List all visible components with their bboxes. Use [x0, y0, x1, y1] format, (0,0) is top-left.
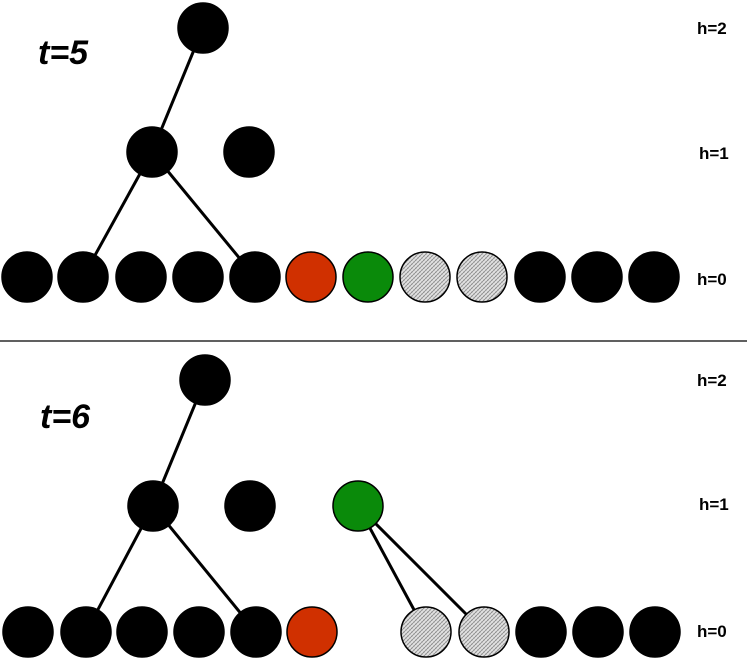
edge: [150, 151, 257, 278]
leaf-node-green: [342, 251, 394, 303]
panel-t6: t=6 h=2 h=1 h=0: [2, 354, 729, 658]
leaf-node: [628, 251, 680, 303]
tree-node-h1: [126, 126, 178, 178]
leaf-node-hatched: [458, 606, 510, 658]
leaf-node: [57, 251, 109, 303]
leaf-node: [230, 606, 282, 658]
leaf-node-red: [285, 251, 337, 303]
edge: [151, 505, 258, 633]
tree-node-h2: [177, 2, 229, 54]
leaf-node: [229, 251, 281, 303]
leaf-node: [1, 251, 53, 303]
tree-node-h1: [224, 480, 276, 532]
leaf-node-hatched: [456, 251, 508, 303]
leaf-node: [515, 606, 567, 658]
level-label-h0: h=0: [697, 622, 727, 641]
panel-t5: t=5 h=2 h=1 h=0: [1, 2, 729, 303]
panel-title: t=6: [40, 398, 91, 436]
level-label-h2: h=2: [697, 19, 727, 38]
leaf-node: [172, 251, 224, 303]
leaf-node: [115, 251, 167, 303]
tree-node-h1: [223, 126, 275, 178]
level-label-h1: h=1: [699, 144, 729, 163]
leaf-node-red: [286, 606, 338, 658]
leaf-node: [572, 606, 624, 658]
leaf-node-hatched: [400, 606, 452, 658]
tree-node-h2: [179, 354, 231, 406]
leaf-node-hatched: [399, 251, 451, 303]
leaf-node: [116, 606, 168, 658]
leaf-node: [629, 606, 681, 658]
panel-title: t=5: [38, 34, 89, 72]
leaf-node: [60, 606, 112, 658]
level-label-h0: h=0: [697, 270, 727, 289]
edge: [356, 504, 486, 634]
level-label-h2: h=2: [697, 371, 727, 390]
tree-node-h1-green: [332, 480, 384, 532]
leaf-node: [571, 251, 623, 303]
leaf-node: [2, 606, 54, 658]
leaf-node: [514, 251, 566, 303]
level-label-h1: h=1: [699, 495, 729, 514]
tree-node-h1: [127, 480, 179, 532]
leaf-node: [173, 606, 225, 658]
